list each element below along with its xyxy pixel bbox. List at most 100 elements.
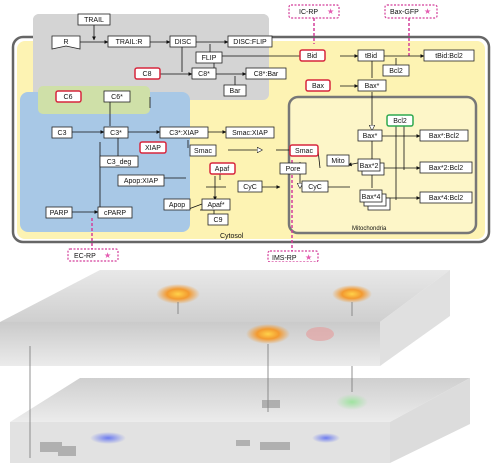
svg-text:IC-RP: IC-RP	[299, 9, 318, 16]
svg-text:C6*: C6*	[111, 94, 123, 101]
node-bcl2-mito: Bcl2	[386, 114, 414, 127]
apoptosis-pathway-diagram: TRAIL R TRAIL:R DISC DISC:FLIP FLIP C8 C…	[11, 4, 491, 262]
svg-text:Pore: Pore	[286, 166, 301, 173]
node-cparp: cPARP	[97, 206, 133, 219]
c6-region	[38, 86, 150, 114]
svg-text:C8: C8	[143, 71, 152, 78]
node-c8-star: C8*	[191, 67, 217, 80]
lower-plane-side	[390, 378, 470, 463]
svg-text:IMS-RP: IMS-RP	[272, 255, 297, 262]
cell-blob-blue-1	[90, 432, 126, 444]
svg-text:Bax*: Bax*	[363, 133, 378, 140]
svg-text:C3: C3	[58, 130, 67, 137]
node-disc-flip: DISC:FLIP	[227, 35, 273, 48]
svg-text:FLIP: FLIP	[202, 55, 217, 62]
svg-text:Apop: Apop	[169, 202, 185, 209]
svg-text:Smac:XIAP: Smac:XIAP	[232, 130, 268, 137]
svg-text:Bax*2: Bax*2	[360, 163, 379, 170]
svg-text:Apop:XIAP: Apop:XIAP	[124, 178, 159, 185]
svg-text:Bax*2:Bcl2: Bax*2:Bcl2	[429, 165, 463, 172]
star-icon: ★	[424, 7, 431, 16]
node-parp: PARP	[45, 206, 73, 219]
svg-text:Bar: Bar	[230, 88, 242, 95]
reporter-ic-rp: IC-RP ★	[288, 4, 340, 19]
svg-text:C8*:Bar: C8*:Bar	[254, 71, 279, 78]
node-disc: DISC	[169, 35, 197, 48]
svg-text:DISC: DISC	[175, 39, 192, 46]
node-bax: Bax	[305, 79, 331, 92]
node-cyc-cyto: CyC	[237, 180, 263, 193]
cell-blob-4	[306, 327, 334, 341]
svg-text:TRAIL: TRAIL	[84, 17, 104, 24]
cell-blob-2	[332, 285, 372, 303]
node-pore: Pore	[279, 162, 307, 175]
svg-text:C3*:XIAP: C3*:XIAP	[169, 130, 199, 137]
node-c3: C3	[51, 126, 73, 139]
node-bax2-bcl2: Bax*2:Bcl2	[419, 161, 473, 174]
node-xiap: XIAP	[139, 141, 167, 154]
upper-plane-side	[380, 270, 450, 366]
svg-text:Bax-GFP: Bax-GFP	[390, 9, 419, 16]
star-icon: ★	[104, 251, 111, 260]
svg-text:Bid: Bid	[307, 53, 317, 60]
node-bcl2-top: Bcl2	[382, 64, 410, 77]
node-c8-bar: C8*:Bar	[245, 67, 287, 80]
node-smac-mito: Smac	[289, 144, 319, 157]
cell-blob-green	[336, 394, 368, 410]
node-bar: Bar	[223, 84, 247, 97]
svg-text:CyC: CyC	[308, 184, 322, 191]
faint-cells	[40, 400, 290, 456]
node-smac-xiap: Smac:XIAP	[225, 126, 275, 139]
svg-text:Bax*4: Bax*4	[362, 194, 381, 201]
node-tbid: tBid	[357, 49, 385, 62]
svg-text:EC-RP: EC-RP	[74, 253, 96, 260]
svg-text:C3_deg: C3_deg	[107, 159, 132, 166]
node-smac-cyto: Smac	[189, 144, 217, 157]
lower-plane	[10, 378, 470, 422]
reporter-bax-gfp: Bax-GFP ★	[384, 4, 438, 19]
svg-text:Bcl2: Bcl2	[393, 118, 407, 125]
svg-text:tBid: tBid	[365, 53, 377, 60]
svg-text:cPARP: cPARP	[104, 210, 126, 217]
node-flip: FLIP	[195, 51, 223, 64]
svg-text:DISC:FLIP: DISC:FLIP	[233, 39, 267, 46]
node-c6-star: C6*	[103, 90, 131, 103]
node-r: R	[51, 35, 81, 50]
svg-text:R: R	[63, 39, 68, 46]
node-c3-deg: C3_deg	[99, 155, 139, 168]
node-mito: Mito	[326, 154, 350, 167]
node-bax4: Bax*4	[359, 189, 391, 211]
svg-text:CyC: CyC	[243, 184, 257, 191]
svg-text:XIAP: XIAP	[145, 145, 161, 152]
reporter-ec-rp: EC-RP ★	[67, 248, 119, 262]
node-bax2: Bax*2	[357, 158, 385, 176]
node-bax-star-mito: Bax*	[357, 129, 383, 142]
node-c3-xiap: C3*:XIAP	[159, 126, 209, 139]
pathway-nodes: TRAIL R TRAIL:R DISC DISC:FLIP FLIP C8 C…	[45, 13, 475, 226]
node-bax-star: Bax*	[357, 79, 387, 92]
node-apop-xiap: Apop:XIAP	[117, 174, 165, 187]
svg-text:Smac: Smac	[194, 148, 212, 155]
node-cyc-mito: CyC	[301, 180, 329, 193]
upper-plane	[0, 270, 450, 322]
svg-text:Bax*4:Bcl2: Bax*4:Bcl2	[429, 195, 463, 202]
svg-text:Mito: Mito	[331, 158, 344, 165]
cell-blob-3	[246, 324, 290, 344]
svg-text:TRAIL:R: TRAIL:R	[116, 39, 143, 46]
svg-text:Apaf*: Apaf*	[207, 202, 224, 209]
svg-text:Bax*:Bcl2: Bax*:Bcl2	[429, 133, 459, 140]
svg-text:Bcl2: Bcl2	[389, 68, 403, 75]
svg-text:C8*: C8*	[198, 71, 210, 78]
svg-text:Bax: Bax	[312, 83, 325, 90]
svg-text:Bax*: Bax*	[365, 83, 380, 90]
node-bid: Bid	[299, 49, 326, 62]
svg-text:C6: C6	[64, 94, 73, 101]
mitochondria-label: Mitochondria	[352, 226, 387, 232]
svg-text:PARP: PARP	[50, 210, 69, 217]
node-c8: C8	[134, 67, 161, 80]
pathway-edges	[72, 25, 425, 220]
cell-blob-blue-2	[312, 433, 340, 443]
cytosol-label: Cytosol	[220, 233, 244, 240]
star-icon: ★	[327, 7, 334, 16]
